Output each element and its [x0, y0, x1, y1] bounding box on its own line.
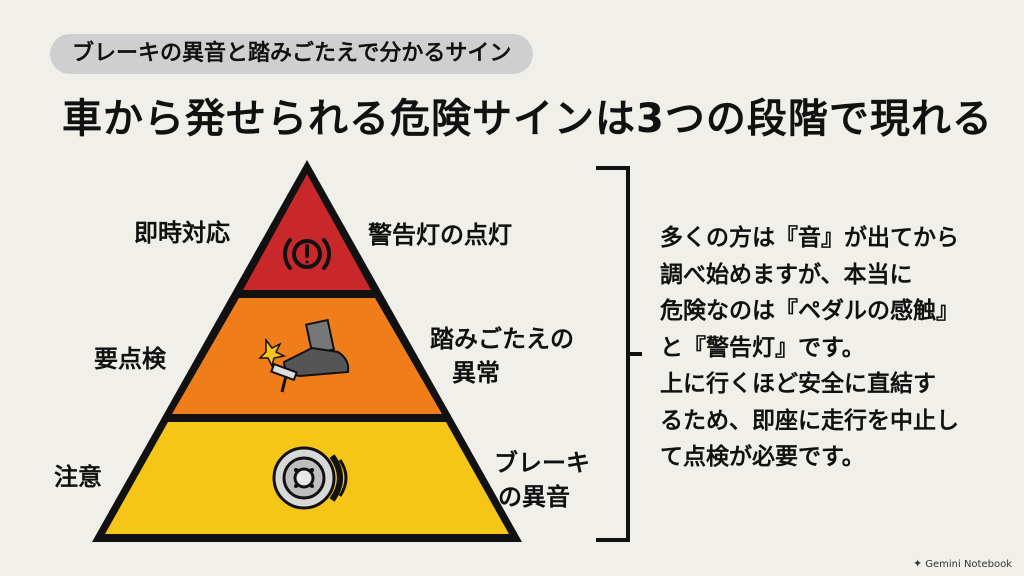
- level-sign-pedal-line2: 異常: [452, 359, 500, 387]
- description-line: 多くの方は『音』が出てから: [660, 225, 959, 251]
- description-line: 危険なのは『ペダルの感触』: [660, 298, 959, 324]
- subtitle-pill: ブレーキの異音と踏みごたえで分かるサイン: [50, 34, 534, 74]
- description-line: 調べ始めますが、本当に: [660, 261, 913, 288]
- watermark: ✦Gemini Notebook: [913, 557, 1012, 570]
- watermark-label: Gemini Notebook: [925, 559, 1012, 570]
- brake-disc-icon: [272, 446, 348, 510]
- bracket: [596, 166, 630, 542]
- level-sign-noise-line1: ブレーキ: [494, 449, 590, 477]
- level-action-caution: 注意: [54, 463, 102, 491]
- bracket-tick: [630, 352, 642, 356]
- description-line: と『警告灯』です。: [660, 334, 865, 361]
- level-sign-warning-light: 警告灯の点灯: [368, 221, 512, 249]
- level-action-inspect: 要点検: [94, 345, 166, 373]
- description-line: るため、即座に走行を中止し: [660, 407, 959, 434]
- level-action-immediate: 即時対応: [134, 219, 230, 247]
- brake-warning-light-icon: [282, 238, 332, 270]
- level-sign-noise-line2: の異音: [498, 483, 570, 511]
- sparkle-icon: ✦: [913, 557, 923, 570]
- page-title: 車から発せられる危険サインは3つの段階で現れる: [62, 96, 993, 142]
- description-line: て点検が必要です。: [660, 444, 865, 470]
- foot-pedal-icon: [258, 318, 350, 393]
- description-text: 多くの方は『音』が出てから 調べ始めますが、本当に 危険なのは『ペダルの感触』 …: [660, 220, 1000, 476]
- level-sign-pedal-line1: 踏みごたえの: [430, 325, 574, 353]
- pyramid-tier-top: [243, 174, 371, 290]
- description-line: 上に行くほど安全に直結す: [660, 371, 936, 397]
